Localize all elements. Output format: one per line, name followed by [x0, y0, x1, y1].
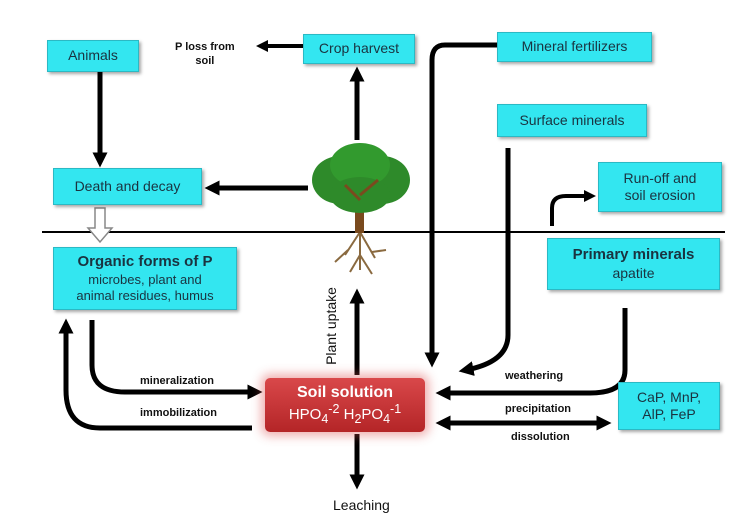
death-decay-label: Death and decay	[74, 177, 181, 194]
arrow-weathering	[435, 308, 628, 401]
organic-sub1: microbes, plant and	[88, 271, 202, 287]
formula-part: -1	[390, 402, 402, 416]
runoff-line2: soil erosion	[624, 187, 696, 203]
tree-icon	[312, 143, 410, 275]
plant-uptake-label: Plant uptake	[322, 287, 339, 365]
crop-harvest-label: Crop harvest	[318, 40, 400, 57]
formula-part: 4	[383, 412, 391, 426]
formula-part: HPO	[288, 406, 322, 423]
mineral-fertilizers-box: Mineral fertilizers	[497, 32, 652, 62]
runoff-line1: Run-off and	[623, 169, 697, 186]
crop-harvest-box: Crop harvest	[303, 34, 415, 64]
mineral-fertilizers-label: Mineral fertilizers	[521, 38, 628, 55]
arrow-immobilization	[58, 318, 252, 431]
weathering-label: weathering	[505, 370, 564, 382]
p-loss-line1: P loss from	[175, 41, 235, 53]
soil-solution-formula: HPO4-2 H2PO4-1	[289, 402, 401, 426]
animals-box: Animals	[47, 40, 139, 72]
metal-line2: AlP, FeP	[642, 406, 696, 422]
arrow-runoff	[550, 190, 596, 226]
soil-solution-title: Soil solution	[297, 384, 393, 401]
p-loss-label: P loss from soil	[175, 40, 235, 69]
primary-title: Primary minerals	[572, 245, 695, 263]
soil-solution-box: Soil solution HPO4-2 H2PO4-1	[265, 378, 425, 432]
precipitation-label: precipitation	[505, 403, 572, 415]
immobilization-label: immobilization	[140, 407, 217, 419]
leaching-label: Leaching	[333, 497, 390, 513]
metal-line1: CaP, MnP,	[636, 388, 702, 405]
organic-sub2: animal residues, humus	[76, 287, 214, 303]
p-loss-line2: soil	[195, 55, 215, 68]
surface-minerals-label: Surface minerals	[519, 111, 625, 128]
organic-title: Organic forms of P	[77, 252, 213, 270]
formula-part: -2	[328, 402, 340, 416]
formula-part: 4	[321, 412, 329, 426]
hollow-arrow-decay-to-organic	[86, 207, 114, 244]
metal-phosphates-box: CaP, MnP,AlP, FeP	[618, 382, 720, 430]
surface-minerals-box: Surface minerals	[497, 104, 647, 137]
animals-label: Animals	[68, 47, 118, 64]
mineralization-label: mineralization	[140, 375, 214, 387]
arrow-surface-to-soil	[458, 148, 511, 376]
formula-part: H	[343, 406, 355, 423]
formula-part: PO	[361, 406, 384, 423]
primary-sub: apatite	[612, 264, 655, 281]
formula-part: 2	[354, 412, 362, 426]
arrow-fertilizers-to-soil	[424, 42, 497, 368]
dissolution-label: dissolution	[511, 431, 570, 443]
arrow-mineralization	[89, 320, 263, 400]
death-decay-box: Death and decay	[53, 168, 202, 205]
